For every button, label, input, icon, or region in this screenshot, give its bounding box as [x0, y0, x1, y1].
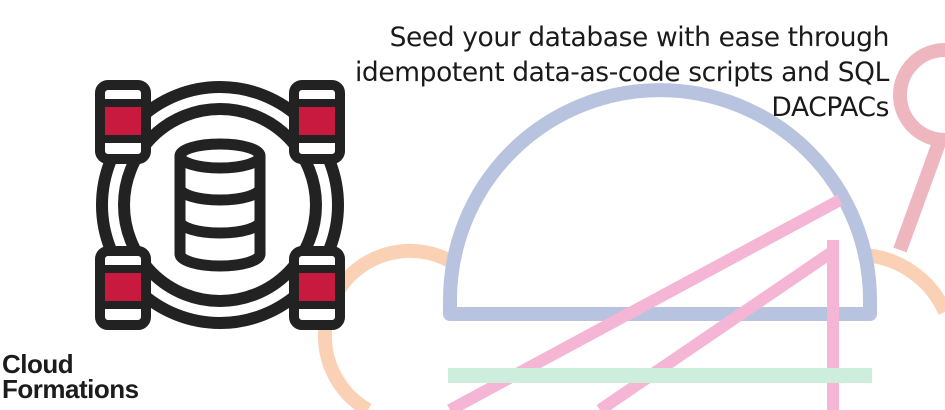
outer-ring [96, 81, 344, 329]
server-node-top-left [95, 80, 151, 164]
brand-logo: Cloud Formations [2, 349, 139, 404]
rose-circle-arc [893, 43, 945, 147]
mint-bar [448, 368, 872, 383]
brand-line-1: Cloud [2, 349, 74, 379]
headline-line-1: Seed your database with ease through [389, 22, 890, 53]
server-node-bottom-left [95, 246, 151, 330]
database-cluster-icon [95, 80, 345, 330]
rose-diagonal-line [893, 137, 945, 253]
server-node-bottom-right [289, 246, 345, 330]
server-node-top-right [289, 80, 345, 164]
database-cylinder [174, 138, 266, 272]
inner-ring [118, 103, 322, 307]
peach-cloud-right-arc [861, 248, 945, 315]
dome-shape [443, 83, 877, 321]
headline-line-2: idempotent data-as-code scripts and SQL [354, 57, 889, 88]
brand-line-2: Formations [2, 374, 139, 404]
headline: Seed your database with ease through ide… [329, 20, 889, 125]
headline-line-3: DACPACs [771, 92, 889, 123]
pink-diagonal-line-2 [596, 245, 839, 410]
